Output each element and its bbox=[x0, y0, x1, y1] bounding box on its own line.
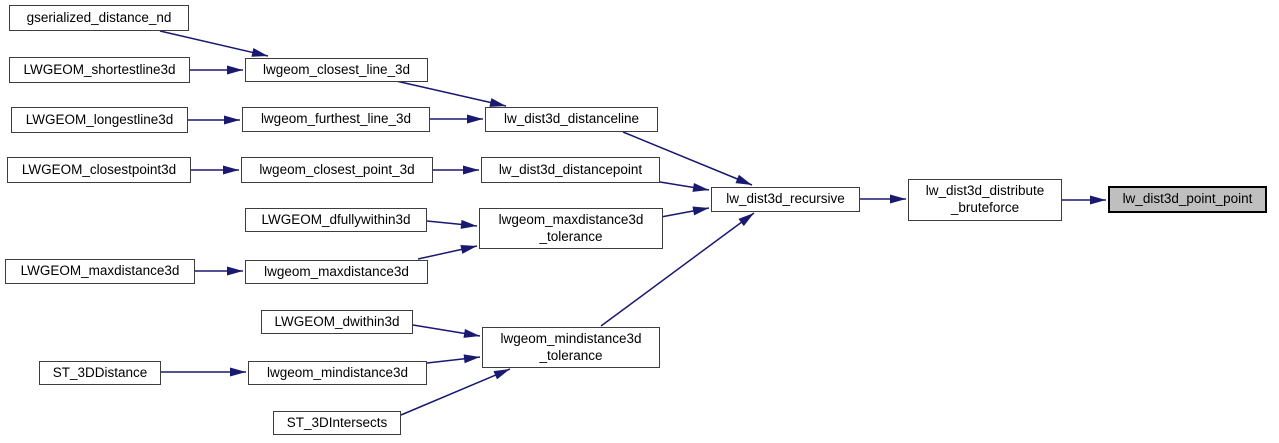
node-label: LWGEOM_maxdistance3d bbox=[20, 263, 180, 279]
node-label: LWGEOM_closestpoint3d bbox=[21, 161, 177, 177]
node-lw-dist3d-distribute-bruteforce[interactable]: lw_dist3d_distribute _bruteforce bbox=[908, 179, 1062, 221]
edge-lwgeom-mindistance3d--lwgeom-mindistance3d-tolerance bbox=[426, 354, 481, 364]
edge-lwgeom-maxdistance3d-tolerance--lw-dist3d-recursive bbox=[660, 206, 710, 218]
node-st-3ddistance[interactable]: ST_3DDistance bbox=[39, 361, 161, 385]
node-lwgeom-closest-point-3d[interactable]: lwgeom_closest_point_3d bbox=[241, 157, 433, 183]
node-label: lwgeom_mindistance3d bbox=[266, 364, 409, 380]
node-lwgeom-mindistance3d-tolerance[interactable]: lwgeom_mindistance3d _tolerance bbox=[482, 327, 660, 368]
edge-lwgeom-dfullywithin3d--lwgeom-maxdistance3d-tolerance bbox=[426, 219, 478, 229]
node-label: lwgeom_closest_line_3d bbox=[262, 61, 411, 77]
node-lwgeom-closestpoint3d[interactable]: LWGEOM_closestpoint3d bbox=[7, 157, 191, 183]
node-label: lwgeom_maxdistance3d _tolerance bbox=[498, 211, 644, 244]
node-label: LWGEOM_dfullywithin3d bbox=[261, 211, 411, 227]
node-lwgeom-maxdistance3d[interactable]: LWGEOM_maxdistance3d bbox=[5, 259, 195, 284]
node-label: lw_dist3d_distribute _bruteforce bbox=[925, 183, 1045, 215]
node-lwgeom-dfullywithin3d[interactable]: LWGEOM_dfullywithin3d bbox=[245, 208, 427, 232]
edge-lw-dist3d-distanceline--lw-dist3d-recursive bbox=[622, 131, 753, 186]
node-lwgeom-longestline3d[interactable]: LWGEOM_longestline3d bbox=[11, 107, 188, 133]
node-label: LWGEOM_dwithin3d bbox=[274, 313, 400, 329]
node-lwgeom-maxdistance3d[interactable]: lwgeom_maxdistance3d bbox=[245, 260, 428, 284]
node-lw-dist3d-distanceline[interactable]: lw_dist3d_distanceline bbox=[485, 107, 658, 132]
node-lw-dist3d-point-point: lw_dist3d_point_point bbox=[1108, 186, 1267, 213]
edge-st-3dintersects--lwgeom-mindistance3d-tolerance bbox=[400, 368, 511, 416]
node-lwgeom-furthest-line-3d[interactable]: lwgeom_furthest_line_3d bbox=[242, 107, 430, 132]
edge-lwgeom-dwithin3d--lwgeom-mindistance3d-tolerance bbox=[412, 324, 481, 338]
edge-lwgeom-maxdistance3d--lwgeom-maxdistance3d-tolerance bbox=[417, 245, 478, 260]
node-label: lwgeom_mindistance3d _tolerance bbox=[500, 330, 642, 363]
node-label: lw_dist3d_point_point bbox=[1122, 191, 1253, 207]
edge-gserialized-distance-nd--lwgeom-closest-line-3d bbox=[159, 30, 269, 57]
node-label: gserialized_distance_nd bbox=[26, 9, 172, 25]
node-label: LWGEOM_shortestline3d bbox=[23, 61, 176, 77]
node-lw-dist3d-recursive[interactable]: lw_dist3d_recursive bbox=[711, 187, 860, 212]
edge-lw-dist3d-distancepoint--lw-dist3d-recursive bbox=[659, 181, 710, 192]
node-lwgeom-shortestline3d[interactable]: LWGEOM_shortestline3d bbox=[9, 57, 190, 83]
node-label: ST_3DDistance bbox=[52, 364, 148, 380]
node-lwgeom-mindistance3d[interactable]: lwgeom_mindistance3d bbox=[248, 361, 427, 385]
node-gserialized-distance-nd[interactable]: gserialized_distance_nd bbox=[9, 5, 189, 31]
edge-lwgeom-mindistance3d-tolerance--lw-dist3d-recursive bbox=[600, 212, 755, 327]
node-st-3dintersects[interactable]: ST_3DIntersects bbox=[273, 411, 401, 435]
node-label: lwgeom_maxdistance3d bbox=[264, 263, 409, 279]
node-lw-dist3d-distancepoint[interactable]: lw_dist3d_distancepoint bbox=[481, 157, 660, 183]
node-lwgeom-dwithin3d[interactable]: LWGEOM_dwithin3d bbox=[261, 310, 413, 334]
node-label: lw_dist3d_distancepoint bbox=[498, 161, 643, 177]
node-label: LWGEOM_longestline3d bbox=[25, 111, 174, 127]
node-label: ST_3DIntersects bbox=[286, 414, 388, 430]
node-label: lwgeom_furthest_line_3d bbox=[260, 111, 412, 127]
node-lwgeom-closest-line-3d[interactable]: lwgeom_closest_line_3d bbox=[245, 58, 428, 82]
node-label: lw_dist3d_distanceline bbox=[503, 111, 640, 127]
node-label: lwgeom_closest_point_3d bbox=[259, 161, 415, 177]
node-lwgeom-maxdistance3d-tolerance[interactable]: lwgeom_maxdistance3d _tolerance bbox=[479, 208, 663, 249]
edge-lwgeom-closest-line-3d--lw-dist3d-distanceline bbox=[395, 80, 507, 107]
node-label: lw_dist3d_recursive bbox=[726, 191, 845, 207]
